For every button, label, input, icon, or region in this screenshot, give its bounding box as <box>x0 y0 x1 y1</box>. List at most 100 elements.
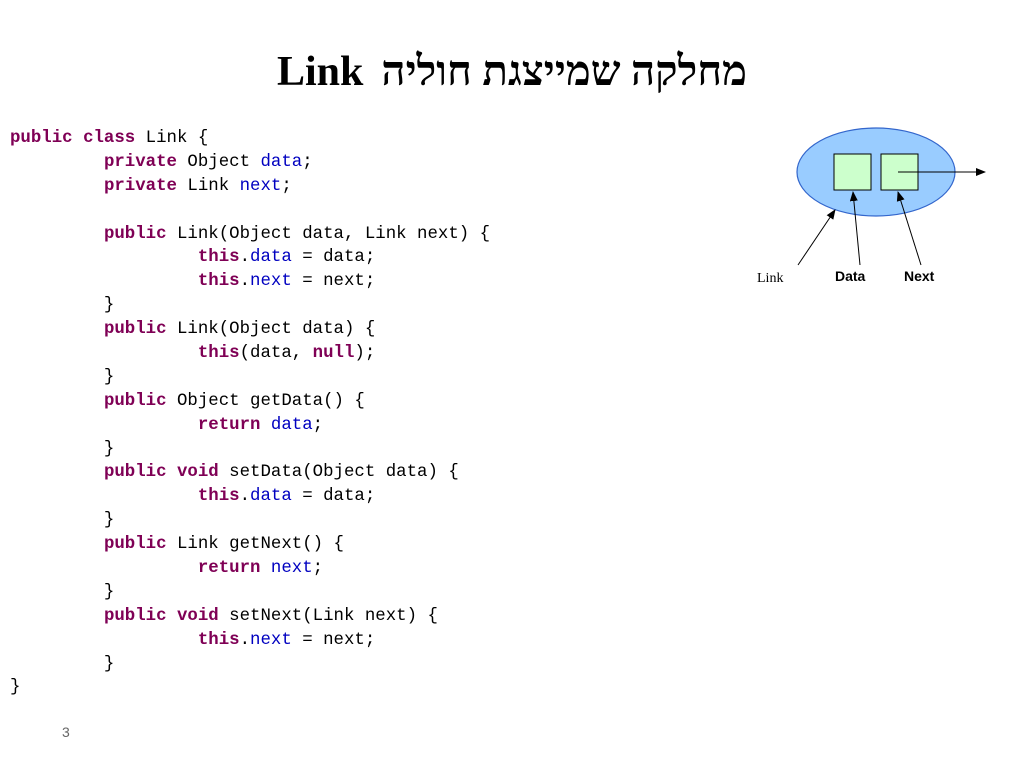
code-line: this.next = next; <box>10 270 490 294</box>
code-line: this.data = data; <box>10 485 490 509</box>
code-token: public <box>10 129 73 148</box>
code-line: } <box>10 509 490 533</box>
code-token: void <box>177 463 219 483</box>
code-token: private <box>103 176 177 196</box>
code-token <box>10 392 104 411</box>
code-token: public <box>103 463 167 483</box>
code-block: public class Link { private Object data;… <box>10 127 490 700</box>
code-line: } <box>10 294 490 318</box>
code-token: = data; <box>291 248 376 268</box>
code-token <box>167 607 177 626</box>
code-token <box>73 129 83 148</box>
data-label: Data <box>835 268 866 284</box>
code-token: Object <box>177 152 261 172</box>
code-line: public void setNext(Link next) { <box>10 605 490 629</box>
code-token <box>10 320 104 339</box>
code-token: next <box>270 559 313 579</box>
code-token: return <box>197 415 261 435</box>
code-line: this.next = next; <box>10 629 490 653</box>
code-line: this(data, null); <box>10 342 490 366</box>
code-line: return next; <box>10 557 490 581</box>
code-line: public Object getData() { <box>10 390 490 414</box>
code-token: = next; <box>291 272 376 292</box>
code-token <box>10 559 198 578</box>
code-token: ); <box>354 344 376 364</box>
code-token <box>260 416 270 435</box>
code-token: ; <box>281 176 292 196</box>
code-token: return <box>197 559 261 579</box>
code-token: data <box>250 487 292 507</box>
link-label-arrow <box>797 209 836 266</box>
code-token: data <box>270 415 313 435</box>
code-line: public class Link { <box>10 127 490 151</box>
code-line: return data; <box>10 414 490 438</box>
code-token: Link getNext() { <box>166 535 344 555</box>
code-token: next <box>250 630 292 650</box>
code-token <box>10 607 104 626</box>
code-token: Link <box>177 176 240 196</box>
code-token: public <box>103 391 167 411</box>
next-label: Next <box>904 268 935 284</box>
code-token: } <box>10 296 115 316</box>
code-token: this <box>197 248 240 268</box>
code-token: public <box>103 535 167 555</box>
code-token: } <box>10 582 115 602</box>
link-label: Link <box>757 271 783 286</box>
code-token: . <box>239 487 251 507</box>
data-label-arrow <box>849 191 861 266</box>
code-token: next <box>250 272 292 292</box>
code-line: } <box>10 653 490 677</box>
code-token: ; <box>312 559 324 579</box>
code-token <box>10 177 104 196</box>
code-line: } <box>10 676 490 700</box>
code-token: } <box>10 678 21 698</box>
next-label-arrow <box>896 191 922 266</box>
code-token: public <box>103 224 167 244</box>
code-token: (data, <box>239 344 313 364</box>
code-token: this <box>197 272 240 292</box>
slide-title: Link מחלקה שמייצגת חוליה <box>0 42 1024 102</box>
code-token: } <box>10 439 115 459</box>
code-token: Link { <box>135 129 209 148</box>
page-number: 3 <box>62 724 70 740</box>
title-hebrew: מחלקה שמייצגת חוליה <box>381 49 747 95</box>
code-token <box>10 344 198 363</box>
code-token: = data; <box>291 487 376 507</box>
code-token <box>10 225 104 244</box>
code-token: Link(Object data, Link next) { <box>166 224 491 244</box>
code-line <box>10 199 490 223</box>
code-token: . <box>239 272 251 292</box>
code-token: } <box>10 654 115 674</box>
code-token <box>260 559 270 578</box>
code-token: setData(Object data) { <box>218 463 459 483</box>
code-token <box>10 248 198 267</box>
code-token: . <box>239 630 251 650</box>
data-box <box>833 153 872 191</box>
code-line: } <box>10 438 490 462</box>
code-token: = next; <box>291 630 376 650</box>
code-line: public void setData(Object data) { <box>10 461 490 485</box>
code-token: . <box>239 248 251 268</box>
code-token: private <box>103 152 177 172</box>
code-line: } <box>10 581 490 605</box>
code-token: ; <box>312 415 324 435</box>
code-token: ; <box>302 152 313 172</box>
code-token: data <box>260 152 303 172</box>
code-token: next <box>239 176 282 196</box>
code-token: this <box>197 344 240 364</box>
code-token <box>10 463 104 482</box>
code-token: public <box>103 606 167 626</box>
code-token <box>10 535 104 554</box>
code-token: public <box>103 320 167 340</box>
code-line: public Link(Object data, Link next) { <box>10 223 490 247</box>
code-line: this.data = data; <box>10 246 490 270</box>
code-token: Object getData() { <box>166 391 365 411</box>
code-token: data <box>250 248 292 268</box>
code-token <box>10 153 104 172</box>
code-token: void <box>177 606 219 626</box>
code-line: public Link(Object data) { <box>10 318 490 342</box>
code-token <box>10 487 198 506</box>
code-token: this <box>197 630 240 650</box>
code-token: class <box>83 129 136 148</box>
title-latin: Link <box>277 49 364 95</box>
